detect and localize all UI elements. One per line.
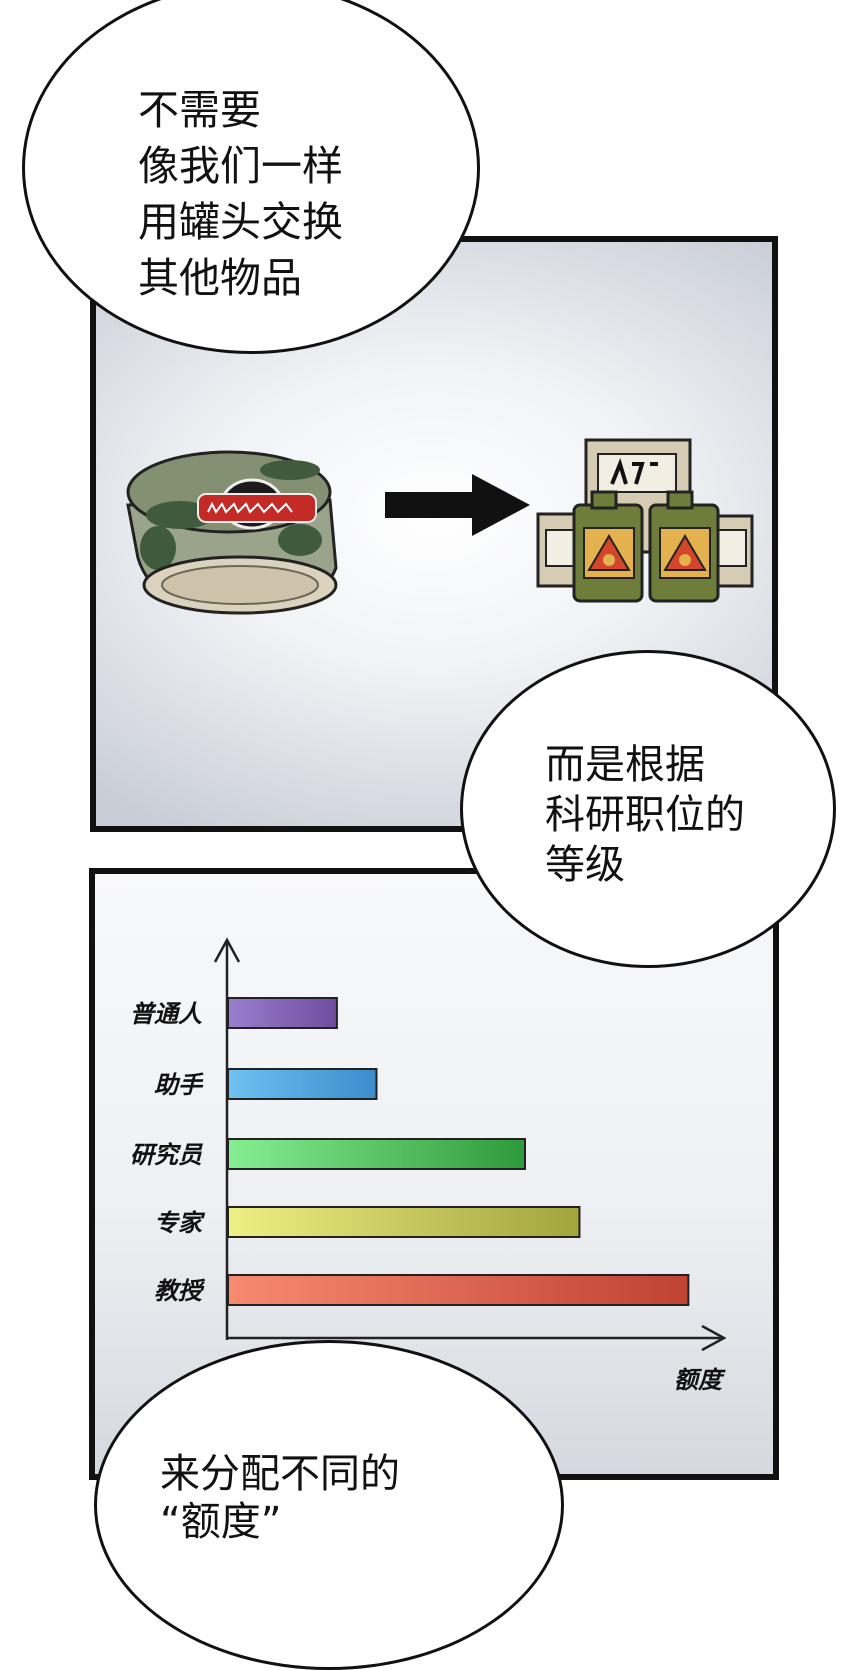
category-label-0: 普通人 [130,1000,202,1028]
speech-text-bottom: 来分配不同的 “额度” [160,1451,400,1545]
bar-2 [227,1138,526,1170]
arrow-right-icon [385,474,530,536]
speech-text-top: 不需要 像我们一样 用罐头交换 其他物品 [138,86,343,302]
speech-bubble-top [22,0,480,354]
category-label-2: 研究员 [130,1141,203,1169]
speech-text-middle: 而是根据 科研职位的 等级 [545,742,745,888]
camo-can-icon [126,450,338,615]
trade-illustration [126,438,754,615]
y-axis-arrow [213,937,241,963]
speech-bubble-middle [460,650,836,968]
jerrycan-icon [572,490,720,603]
bar-1 [227,1068,378,1100]
bar-0 [227,997,338,1029]
category-label-4: 教授 [154,1277,206,1305]
bar-4 [227,1274,690,1306]
x-axis-arrow [701,1324,727,1352]
x-axis-title: 额度 [674,1366,726,1394]
category-label-1: 助手 [154,1071,204,1099]
category-label-3: 专家 [154,1209,206,1237]
bar-3 [227,1206,581,1238]
